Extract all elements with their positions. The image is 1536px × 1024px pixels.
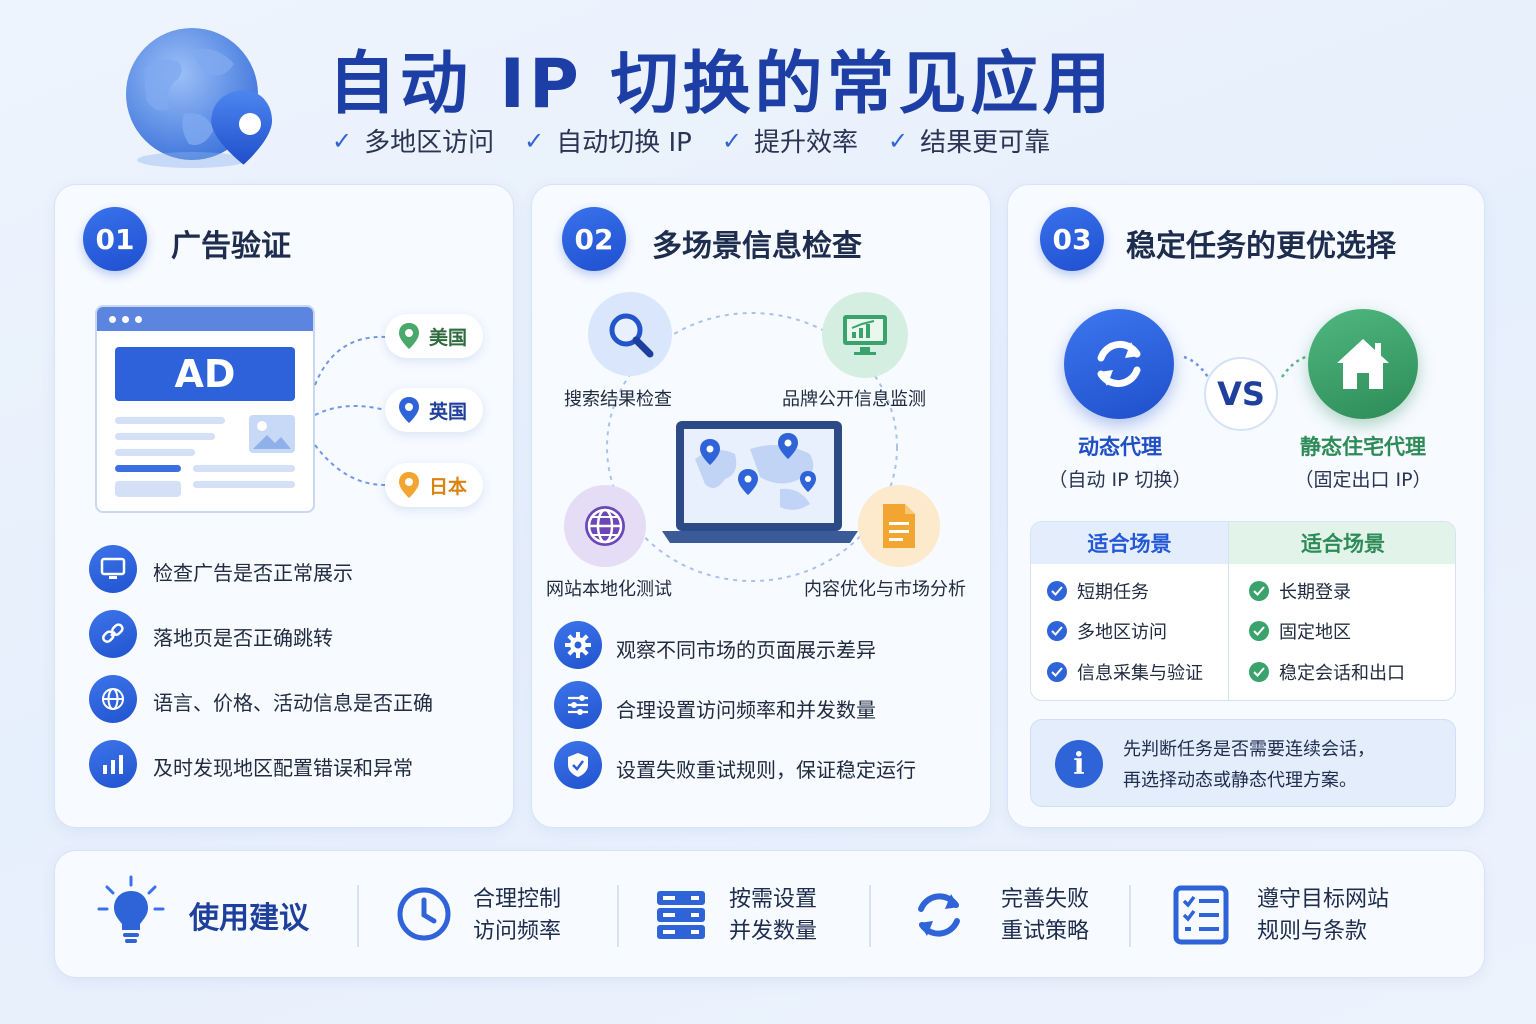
table-row: 长期登录 <box>1249 578 1351 604</box>
check-icon: ✓ <box>332 126 353 155</box>
shield-check-icon <box>554 741 602 789</box>
retry-icon <box>909 885 969 945</box>
card-number: 01 <box>83 207 147 271</box>
region-pill-jp: 日本 <box>385 463 484 507</box>
feature-list: ✓多地区访问 ✓自动切换 IP ✓提升效率 ✓结果更可靠 <box>332 122 1050 159</box>
list-item: 设置失败重试规则，保证稳定运行 <box>616 758 916 782</box>
check-icon <box>1249 581 1269 601</box>
scenario-label: 品牌公开信息监测 <box>782 389 926 410</box>
info-note: i 先判断任务是否需要连续会话， 再选择动态或静态代理方案。 <box>1030 719 1456 807</box>
card-number: 02 <box>562 207 626 271</box>
card-number: 03 <box>1040 207 1104 271</box>
home-icon <box>1308 309 1418 419</box>
list-item: 及时发现地区配置错误和异常 <box>153 756 413 780</box>
check-icon: ✓ <box>721 126 742 155</box>
page-title: 自动 IP 切换的常见应用 <box>328 45 1115 124</box>
card-title: 多场景信息检查 <box>652 229 862 264</box>
dynamic-proxy-label: 动态代理 <box>1078 435 1162 459</box>
check-icon <box>1047 662 1067 682</box>
link-icon <box>89 610 137 658</box>
scenario-label: 内容优化与市场分析 <box>804 579 966 600</box>
region-pill-us: 美国 <box>385 314 484 358</box>
tip-text: 合理控制访问频率 <box>473 887 562 944</box>
web-globe-icon <box>564 485 646 567</box>
static-proxy-label: 静态住宅代理 <box>1300 435 1426 459</box>
check-icon <box>1249 621 1269 641</box>
location-pin-icon <box>399 472 419 498</box>
browser-titlebar <box>97 307 313 331</box>
check-icon <box>1047 581 1067 601</box>
monitor-chart-icon <box>822 292 908 378</box>
ad-verification-card: 01 广告验证 AD 美国 英国 日本 <box>54 184 514 828</box>
multi-scenario-card: 02 多场景信息检查 搜索结果检查 品牌公开信息监测 网站本地化测试 <box>531 184 991 828</box>
region-pill-uk: 英国 <box>385 388 484 432</box>
globe-icon <box>89 675 137 723</box>
sliders-icon <box>554 681 602 729</box>
table-row: 短期任务 <box>1047 578 1149 604</box>
table-row: 信息采集与验证 <box>1047 659 1203 685</box>
globe-pin-icon <box>124 24 284 174</box>
scenario-label: 搜索结果检查 <box>564 389 672 410</box>
card-title: 广告验证 <box>171 229 291 264</box>
search-icon <box>588 292 672 376</box>
laptop-map-icon <box>660 419 860 549</box>
image-icon <box>249 415 295 453</box>
column-header: 适合场景 <box>1087 532 1172 556</box>
check-icon: ✓ <box>887 126 909 155</box>
list-item: 检查广告是否正常展示 <box>153 561 353 585</box>
comparison-table: 适合场景 适合场景 短期任务 多地区访问 信息采集与验证 长期登录 固定地区 稳… <box>1030 521 1456 701</box>
list-item: 合理设置访问频率和并发数量 <box>616 698 876 722</box>
lightbulb-icon <box>95 875 167 951</box>
feature-item: ✓提升效率 <box>721 126 858 159</box>
feature-item: ✓多地区访问 <box>332 126 495 159</box>
location-pin-icon <box>399 323 419 349</box>
tip-text: 按需设置并发数量 <box>729 887 818 944</box>
card-title: 稳定任务的更优选择 <box>1126 229 1396 264</box>
browser-window-illustration: AD <box>95 305 315 513</box>
list-item: 落地页是否正确跳转 <box>153 626 333 650</box>
column-header: 适合场景 <box>1301 532 1385 556</box>
list-item: 语言、价格、活动信息是否正确 <box>153 691 433 715</box>
table-row: 稳定会话和出口 <box>1249 659 1405 685</box>
check-icon <box>1249 662 1269 682</box>
check-icon <box>1047 621 1067 641</box>
feature-item: ✓结果更可靠 <box>887 126 1051 159</box>
note-text: 先判断任务是否需要连续会话， 再选择动态或静态代理方案。 <box>1123 739 1375 791</box>
location-pin-icon <box>399 397 419 423</box>
connector-lines <box>314 335 386 486</box>
table-row: 固定地区 <box>1249 618 1351 644</box>
usage-tips-bar: 使用建议 合理控制访问频率 按需设置并发数量 完善失败重试策略 遵守目标网站规则… <box>54 850 1485 978</box>
server-icon <box>655 889 707 941</box>
monitor-icon <box>89 545 137 593</box>
check-icon: ✓ <box>524 126 545 155</box>
checklist-icon <box>1173 885 1229 945</box>
stable-task-card: 03 稳定任务的更优选择 VS 动态代理 （自动 IP 切换） 静态住宅代理 （… <box>1007 184 1485 828</box>
static-proxy-sub: （固定出口 IP） <box>1294 469 1432 491</box>
document-icon <box>858 485 940 567</box>
connector-ring <box>606 312 898 582</box>
tip-text: 遵守目标网站规则与条款 <box>1257 887 1390 944</box>
tips-title: 使用建议 <box>189 901 309 936</box>
gear-icon <box>554 621 602 669</box>
refresh-icon <box>1064 309 1174 419</box>
clock-icon <box>395 885 453 943</box>
info-icon: i <box>1055 740 1103 788</box>
bar-chart-icon <box>89 740 137 788</box>
vs-badge: VS <box>1204 357 1278 431</box>
table-row: 多地区访问 <box>1047 618 1167 644</box>
feature-item: ✓自动切换 IP <box>524 126 692 159</box>
dynamic-proxy-sub: （自动 IP 切换） <box>1048 469 1192 491</box>
ad-banner: AD <box>115 347 295 401</box>
tip-text: 完善失败重试策略 <box>1001 887 1090 944</box>
scenario-label: 网站本地化测试 <box>546 579 672 600</box>
list-item: 观察不同市场的页面展示差异 <box>616 638 876 662</box>
